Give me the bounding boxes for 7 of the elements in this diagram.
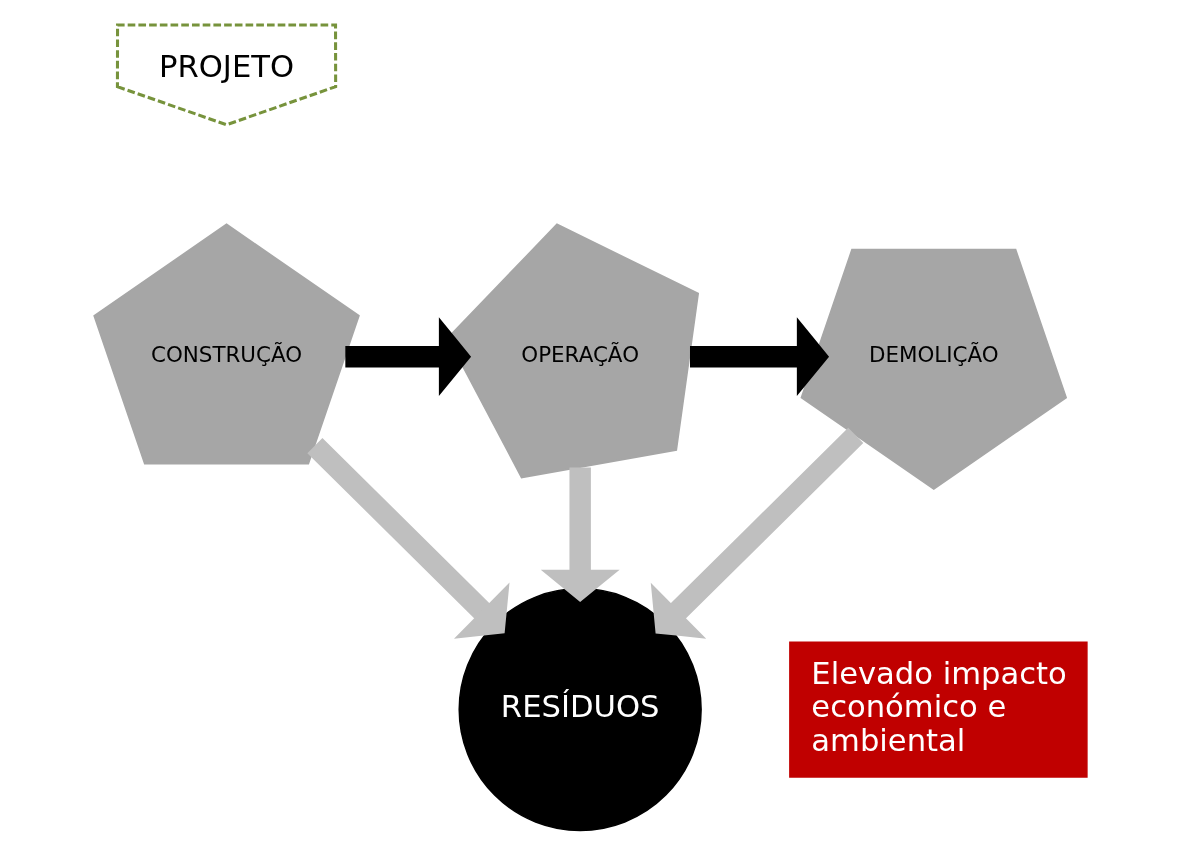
arrow [344, 317, 471, 397]
arrow [650, 427, 863, 639]
node-box: Elevado impacto económico e ambiental [788, 641, 1088, 778]
arrow [306, 437, 509, 639]
arrow [689, 317, 829, 397]
arrow [540, 467, 620, 602]
node-circle: RESÍDUOS [457, 587, 702, 832]
